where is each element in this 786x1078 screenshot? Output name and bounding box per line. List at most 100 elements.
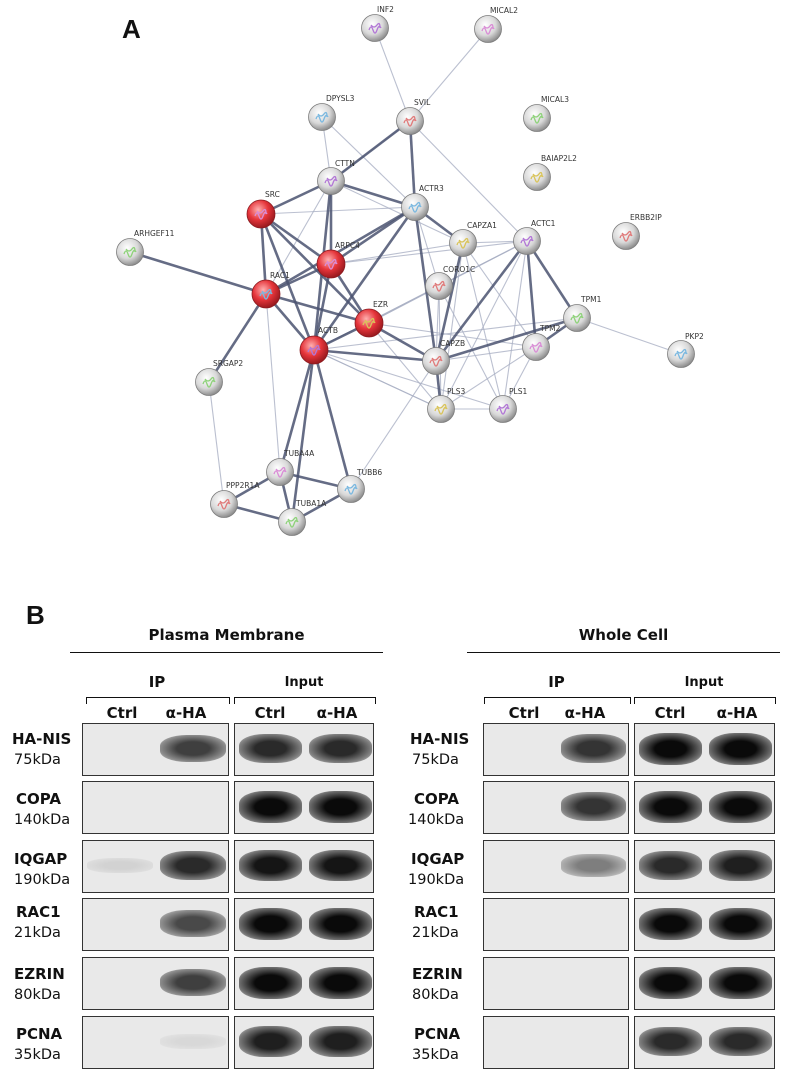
network-node-mical2: MICAL2	[474, 6, 518, 43]
network-node-pls3: PLS3	[427, 387, 465, 423]
network-edge	[330, 240, 528, 265]
section-bracket-pm-ip	[86, 697, 230, 704]
row-label-kda: 75kDa	[14, 752, 61, 768]
blot-panel-plasma-membrane-ip	[82, 898, 229, 951]
row-label-kda: 35kDa	[14, 1047, 61, 1063]
network-node-circle	[337, 475, 365, 503]
lane-label-wc-input-ctrl: Ctrl	[654, 704, 686, 722]
blot-panel-plasma-membrane-ip	[82, 840, 229, 893]
row-label-kda: 35kDa	[412, 1047, 459, 1063]
section-bracket-wc-input	[634, 697, 776, 704]
blot-panel-plasma-membrane-input	[234, 840, 374, 893]
network-node-label: ARPC4	[335, 241, 360, 250]
network-node-circle	[116, 238, 144, 266]
row-label-kda: 140kDa	[408, 812, 465, 828]
blot-panel-plasma-membrane-input	[234, 898, 374, 951]
network-edge	[260, 206, 416, 215]
network-edge	[312, 206, 417, 351]
network-node-circle	[251, 279, 281, 309]
network-node-ppp2r1a: PPP2R1A	[210, 481, 260, 518]
network-node-erbb2ip: ERBB2IP	[612, 213, 662, 250]
group-underline-whole-cell	[467, 652, 780, 654]
blot-panel-whole-cell-input	[634, 723, 775, 776]
network-node-label: EZR	[373, 300, 388, 309]
protein-band	[560, 854, 627, 877]
network-edge	[312, 349, 353, 490]
network-node-arhgef11: ARHGEF11	[116, 229, 175, 266]
protein-structure-icon	[344, 483, 358, 495]
panel-b-letter: B	[26, 600, 45, 630]
network-node-circle	[427, 395, 455, 423]
network-edge	[440, 346, 537, 410]
network-edge	[265, 180, 332, 295]
network-node-circle	[449, 229, 477, 257]
protein-structure-icon	[496, 403, 510, 415]
network-node-actc1: ACTC1	[513, 219, 556, 255]
protein-band	[308, 907, 372, 940]
row-label-protein: PCNA	[414, 1025, 461, 1043]
network-node-label: CORO1C	[443, 265, 475, 274]
network-node-circle	[246, 199, 276, 229]
protein-structure-icon	[285, 516, 299, 528]
blot-panel-plasma-membrane-ip	[82, 723, 229, 776]
network-node-tubb6: TUBB6	[337, 468, 382, 503]
lane-label-pm-ip-aha: α-HA	[165, 704, 207, 722]
row-label-kda: 21kDa	[14, 925, 61, 941]
network-node-tpm2: TPM2	[522, 324, 561, 361]
row-label-kda: 80kDa	[412, 987, 459, 1003]
network-node-label: MICAL3	[541, 95, 569, 104]
row-label-protein: HA-NIS	[12, 730, 72, 748]
network-node-label: PLS1	[509, 387, 527, 396]
lane-label-pm-input-aha: α-HA	[316, 704, 358, 722]
protein-band	[638, 790, 702, 823]
lane-label-wc-ip-aha: α-HA	[564, 704, 606, 722]
section-bracket-wc-ip	[484, 697, 631, 704]
protein-band	[308, 1026, 372, 1057]
network-node-label: CTTN	[335, 159, 355, 168]
network-node-label: TUBA4A	[283, 449, 315, 458]
network-node-cttn: CTTN	[317, 159, 355, 195]
protein-structure-icon	[217, 498, 231, 510]
network-node-tuba1a: TUBA1A	[278, 499, 327, 536]
section-label-wc-input: Input	[684, 675, 724, 690]
blot-panel-whole-cell-ip	[483, 898, 629, 951]
protein-band	[160, 1034, 227, 1049]
network-node-label: PPP2R1A	[226, 481, 260, 490]
protein-band	[638, 1026, 702, 1057]
row-label-protein: EZRIN	[14, 965, 65, 983]
section-label-wc-ip: IP	[548, 673, 565, 691]
network-node-label: INF2	[377, 5, 394, 14]
network-edge	[312, 263, 333, 351]
network-edge	[278, 349, 316, 473]
network-edge	[525, 240, 579, 319]
network-edge	[207, 293, 268, 383]
network-node-dpysl3: DPYSL3	[308, 94, 355, 131]
group-title-plasma-membrane: Plasma Membrane	[148, 626, 305, 644]
network-edge	[440, 242, 464, 410]
network-node-label: ACTC1	[531, 219, 556, 228]
protein-band	[238, 1026, 302, 1057]
protein-structure-icon	[619, 230, 633, 242]
network-node-coro1c: CORO1C	[425, 265, 475, 300]
blot-panel-plasma-membrane-ip	[82, 781, 229, 834]
network-node-label: CAPZA1	[467, 221, 497, 230]
blot-panel-plasma-membrane-input	[234, 723, 374, 776]
network-edge	[435, 346, 537, 362]
protein-band	[709, 907, 773, 940]
protein-band	[238, 733, 302, 764]
network-edge	[576, 317, 682, 355]
network-edge	[409, 28, 489, 122]
protein-band	[160, 734, 227, 763]
network-node-tpm1: TPM1	[563, 295, 602, 332]
network-node-label: ACTR3	[419, 184, 444, 193]
network-edge	[265, 293, 281, 473]
row-label-protein: RAC1	[414, 903, 459, 921]
protein-structure-icon	[362, 317, 376, 329]
network-node-circle	[195, 368, 223, 396]
network-node-circle	[317, 167, 345, 195]
network-node-circle	[489, 395, 517, 423]
network-node-circle	[316, 249, 346, 279]
blot-panel-plasma-membrane-ip	[82, 1016, 229, 1069]
protein-band	[709, 790, 773, 823]
